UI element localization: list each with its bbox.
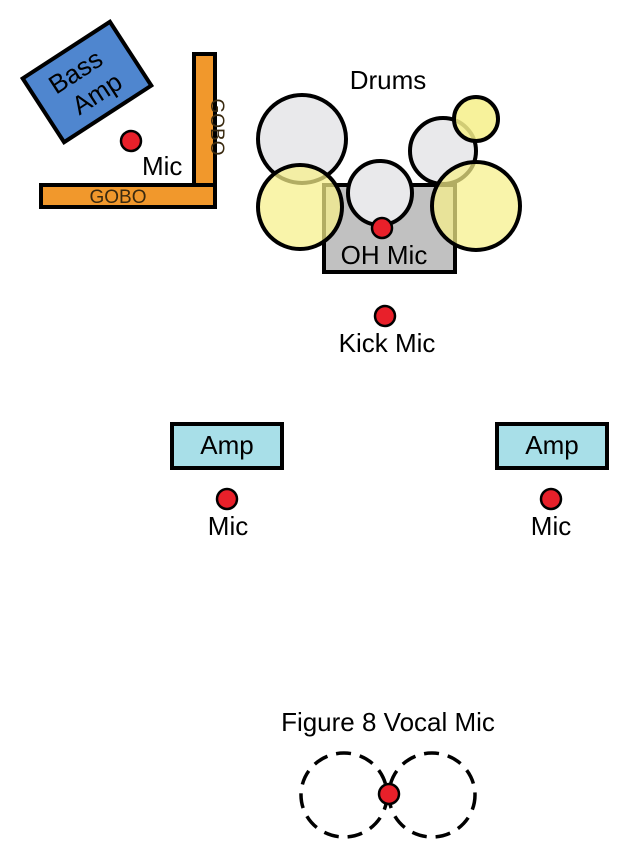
drums-title: Drums [350,65,427,95]
right-amp: Amp [495,422,609,470]
kick-mic-dot [373,304,397,328]
right-amp-label: Amp [525,430,578,460]
right-amp-mic-label: Mic [531,511,571,541]
vocal-mic-dot [377,782,401,806]
bass-amp: Bass Amp [19,19,155,145]
left-amp: Amp [170,422,284,470]
gobo-horizontal: GOBO [39,183,217,209]
bass-amp-mic-label: Mic [142,151,182,181]
right-amp-mic-dot [539,487,563,511]
gobo-vertical-label: GOBO [206,98,227,155]
left-amp-mic-label: Mic [208,511,248,541]
kick-mic-label: Kick Mic [339,328,436,358]
drum-kit: Drums OH Mic [256,65,522,274]
vocal-pattern-right-lobe [387,751,477,839]
splash-cymbal [452,95,500,143]
left-cymbal [256,163,344,251]
vocal-mic-label: Figure 8 Vocal Mic [281,707,495,737]
left-amp-mic-dot [215,487,239,511]
bass-amp-mic-dot [119,129,143,153]
oh-mic-label: OH Mic [341,240,428,270]
vocal-pattern-left-lobe [299,751,389,839]
snare-shell [346,159,414,227]
right-cymbal [430,160,522,252]
vocal-mic: Figure 8 Vocal Mic [281,707,495,839]
oh-mic-dot [370,216,394,240]
gobo-horizontal-label: GOBO [89,187,146,208]
left-amp-label: Amp [200,430,253,460]
